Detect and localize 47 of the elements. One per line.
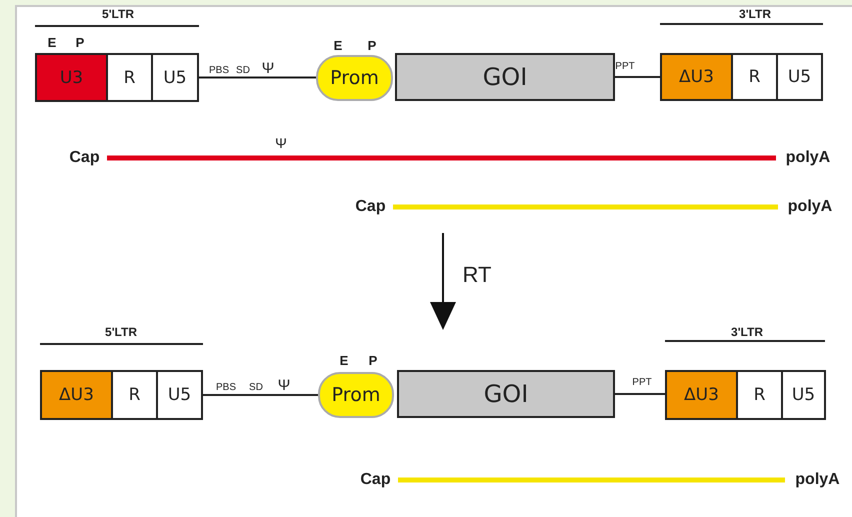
rna-end-label: Cap: [348, 197, 393, 217]
ltr-segment: U5: [151, 53, 199, 102]
element-label: P: [368, 354, 378, 367]
element-label: E: [340, 354, 348, 367]
element-label: E: [334, 39, 342, 52]
ltr-segment: R: [736, 370, 783, 420]
element-label: PBS: [209, 66, 229, 76]
element-label: SD: [236, 66, 250, 76]
rna-end-label: polyA: [776, 148, 840, 168]
element-label: E: [48, 36, 56, 49]
region-label: 5'LTR: [105, 326, 137, 338]
rna-transcript-line: [107, 156, 776, 160]
element-label: SD: [249, 383, 263, 393]
ltr-segment: ΔU3: [665, 370, 738, 420]
ltr-segment: U5: [776, 53, 823, 101]
gene-box: GOI: [395, 53, 615, 101]
rna-transcript-line: [393, 204, 778, 210]
rna-end-label: polyA: [785, 470, 850, 490]
ltr-segment: R: [111, 370, 158, 420]
element-label: PPT: [615, 62, 635, 72]
region-label: 5'LTR: [102, 8, 134, 20]
ltr-segment: R: [731, 53, 778, 101]
ltr-segment: U5: [156, 370, 203, 420]
psi-symbol: Ψ: [275, 136, 287, 150]
dna-line: [615, 76, 660, 78]
gene-box: GOI: [397, 370, 615, 418]
ltr-segment: U3: [35, 53, 108, 102]
element-label: P: [368, 39, 376, 52]
ltr-segment: ΔU3: [660, 53, 733, 101]
region-label: 3'LTR: [731, 326, 763, 338]
element-label: P: [76, 36, 84, 49]
ltr-segment: U5: [781, 370, 826, 420]
process-label: RT: [462, 264, 492, 286]
rna-end-label: Cap: [353, 470, 398, 490]
rna-transcript-line: [398, 478, 785, 482]
element-label: PPT: [632, 378, 652, 388]
psi-symbol: Ψ: [262, 61, 274, 76]
element-label: PBS: [216, 383, 236, 393]
rna-end-label: Cap: [62, 148, 107, 168]
ltr-segment: ΔU3: [40, 370, 113, 420]
dna-line: [615, 393, 665, 395]
rna-end-label: polyA: [778, 197, 842, 217]
dna-line: [199, 76, 316, 78]
psi-symbol: Ψ: [278, 378, 290, 393]
region-label: 3'LTR: [739, 8, 771, 20]
ltr-segment: R: [106, 53, 153, 102]
dna-line: [203, 394, 318, 396]
